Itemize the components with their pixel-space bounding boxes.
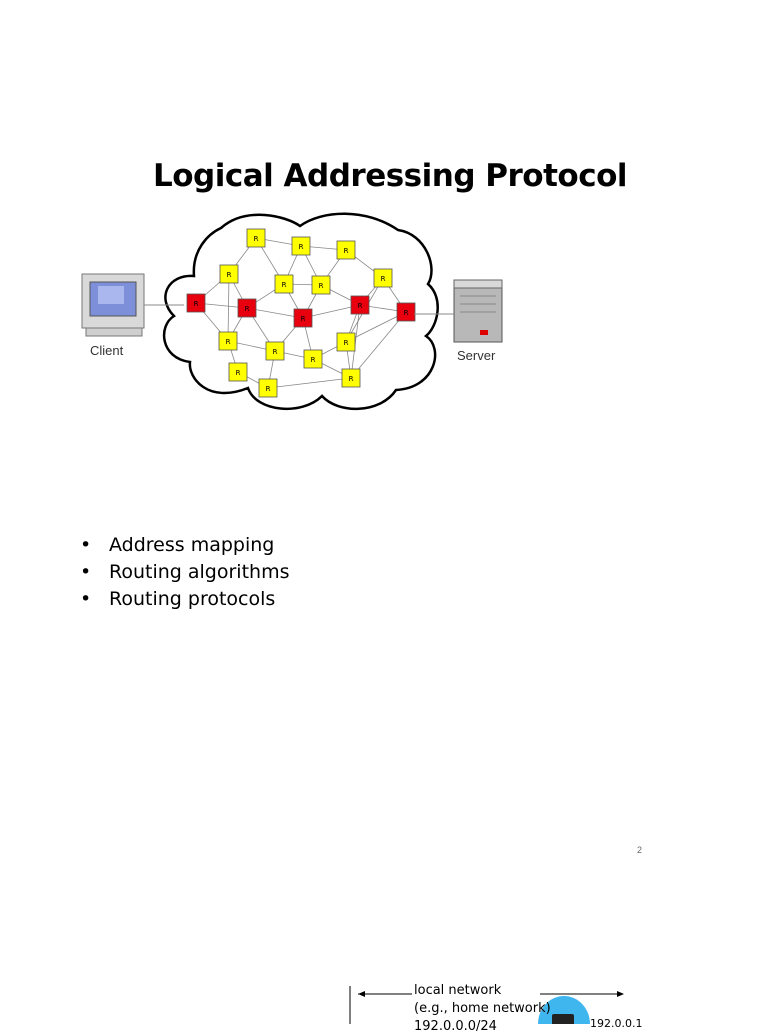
router-label: R [266,385,271,393]
router-label: R [358,302,363,310]
router-label: R [344,339,349,347]
router-node: R [291,236,311,256]
router-node: R [350,295,370,315]
network-diagram: R R R R R R R R R R R R R R R R R R R Client Server [81,212,503,410]
slide-title: Logical Addressing Protocol [152,158,628,194]
router-node: R [218,331,238,351]
router-node: R [265,341,285,361]
router-node: R [373,268,393,288]
router-node: R [274,274,294,294]
router-node: R [336,332,356,352]
bullet-item: Routing protocols [80,586,289,613]
local-network-label: local network [414,983,502,998]
router-label: R [319,282,324,290]
router-node: R [237,298,257,318]
router-label: R [273,348,278,356]
router-icon [552,1014,574,1024]
router-label: R [344,247,349,255]
page-number: 2 [637,845,643,855]
next-slide-preview: local network (e.g., home network) 192.0… [340,978,642,1034]
bullet-item: Address mapping [80,532,289,559]
network-link [227,273,230,342]
router-node: R [396,302,416,322]
network-link [302,304,361,319]
router-label: R [349,375,354,383]
router-label: R [226,338,231,346]
router-node: R [186,293,206,313]
router-label: R [404,309,409,317]
router-label: R [227,271,232,279]
router-label: R [381,275,386,283]
router-node: R [228,362,248,382]
router-label: R [299,243,304,251]
subnet-label: 192.0.0.0/24 [414,1019,497,1034]
router-label: R [245,305,250,313]
router-node: R [246,228,266,248]
router-bubble-icon [538,996,590,1024]
home-network-label: (e.g., home network) [414,1001,551,1016]
next-slide-diagram [349,986,624,1024]
client-label: Client [90,343,124,358]
router-label: R [282,281,287,289]
network-link [350,311,407,379]
router-node: R [258,378,278,398]
bullet-list: Address mapping Routing algorithms Routi… [80,532,289,613]
bullet-item: Routing algorithms [80,559,289,586]
router-node: R [219,264,239,284]
router-node: R [336,240,356,260]
server-icon [453,279,503,343]
router-label: R [236,369,241,377]
router-label: R [194,300,199,308]
router-node: R [311,275,331,295]
network-link [267,377,352,389]
router-label: R [311,356,316,364]
router-label: R [254,235,259,243]
server-label: Server [457,348,496,363]
router-node: R [303,349,323,369]
router-node: R [293,308,313,328]
network-link [350,304,361,379]
router-label: R [301,315,306,323]
client-computer-icon [81,273,145,337]
router-node: R [341,368,361,388]
